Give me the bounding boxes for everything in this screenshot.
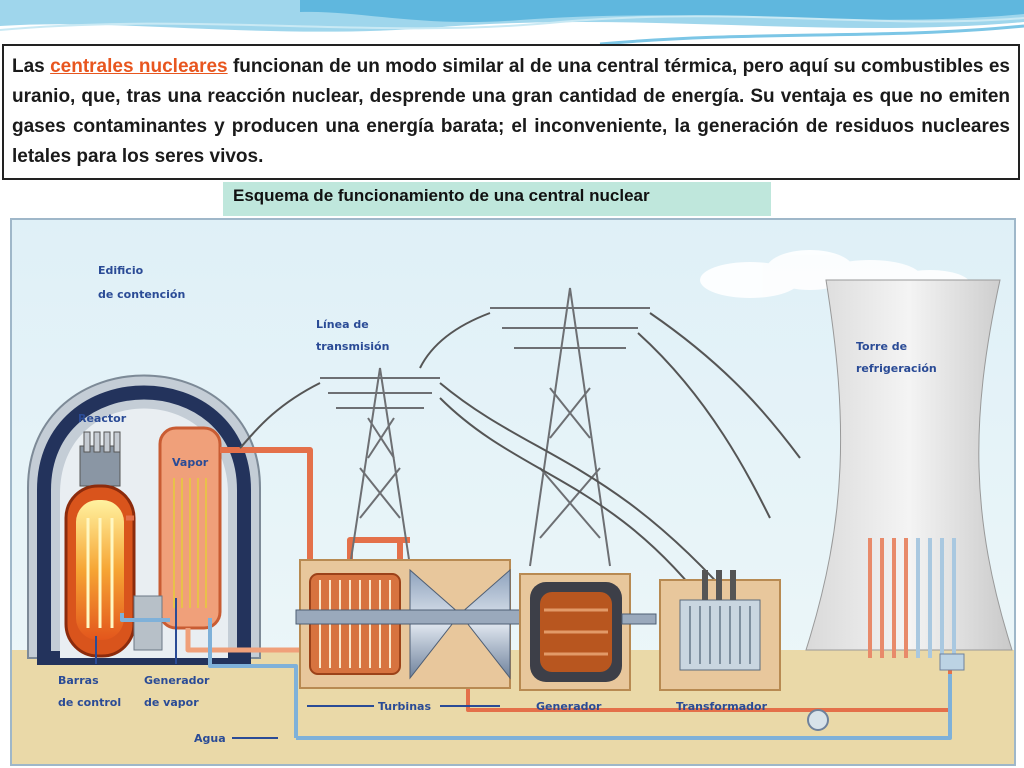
water-pump xyxy=(807,709,829,731)
label-pointers xyxy=(95,598,500,739)
label-linea-2: transmisión xyxy=(316,340,389,353)
label-agua: Agua xyxy=(194,732,226,745)
label-barras-1: Barras xyxy=(58,674,99,687)
label-transformador: Transformador xyxy=(676,700,768,713)
ground xyxy=(12,650,1014,764)
label-reactor: Reactor xyxy=(78,412,127,425)
intro-text-box: Las centrales nucleares funcionan de un … xyxy=(2,44,1020,180)
transformer xyxy=(659,570,781,691)
turbines xyxy=(295,559,537,689)
label-edificio-1: Edificio xyxy=(98,264,144,277)
label-generador: Generador xyxy=(536,700,602,713)
generator xyxy=(519,573,657,691)
label-turbinas: Turbinas xyxy=(378,700,431,713)
intro-highlight: centrales nucleares xyxy=(50,56,228,77)
steam-generator xyxy=(133,426,222,651)
label-edificio-2: de contención xyxy=(98,288,185,301)
header-waves xyxy=(0,0,1024,48)
label-torre-1: Torre de xyxy=(856,340,907,353)
label-genvapor-1: Generador xyxy=(144,674,210,687)
cooling-tower xyxy=(805,279,1013,671)
label-genvapor-2: de vapor xyxy=(144,696,199,709)
label-torre-2: refrigeración xyxy=(856,362,937,375)
label-linea-1: Línea de xyxy=(316,318,369,331)
nuclear-plant-diagram: Edificio de contención Reactor Vapor Lín… xyxy=(10,218,1016,766)
intro-paragraph: Las centrales nucleares funcionan de un … xyxy=(12,52,1010,172)
label-vapor: Vapor xyxy=(172,456,209,469)
diagram-caption: Esquema de funcionamiento de una central… xyxy=(233,186,650,205)
label-barras-2: de control xyxy=(58,696,121,709)
transmission-pylons xyxy=(239,287,801,611)
intro-after: funcionan de un modo similar al de una c… xyxy=(12,56,1010,167)
intro-before: Las xyxy=(12,56,51,77)
reactor xyxy=(64,431,136,658)
diagram-caption-bar: Esquema de funcionamiento de una central… xyxy=(223,182,771,216)
